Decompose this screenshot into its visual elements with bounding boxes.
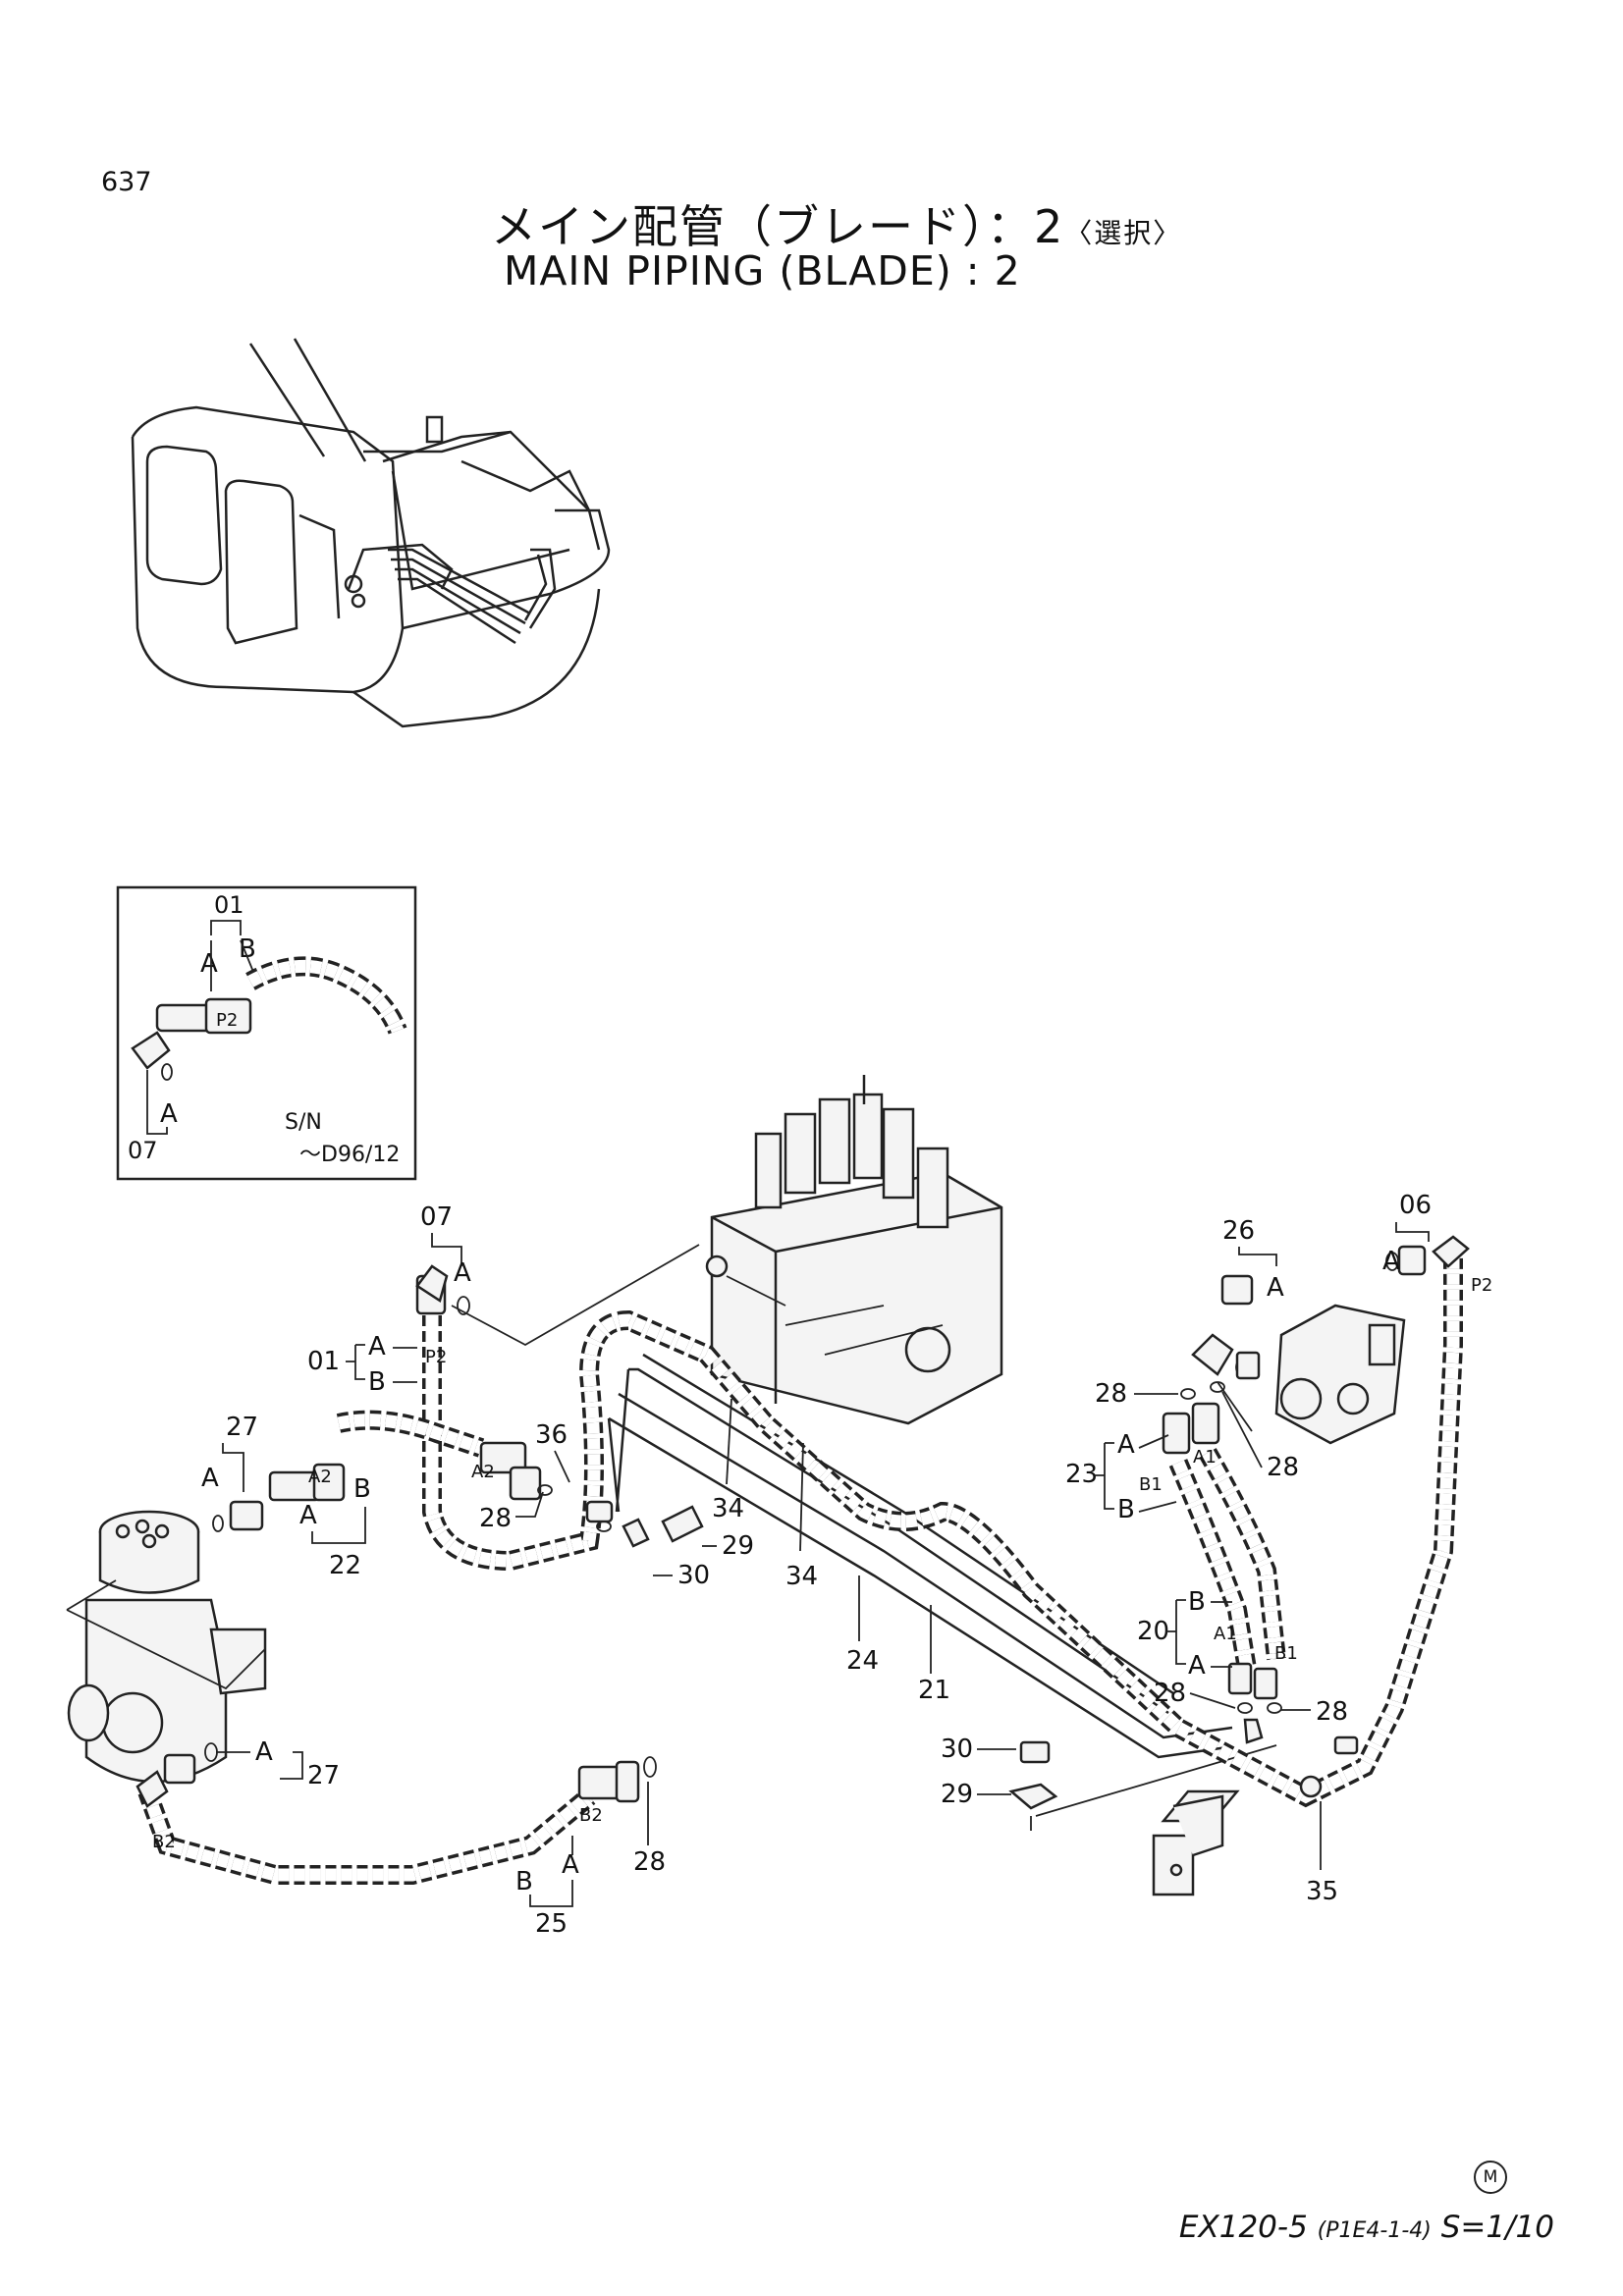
- inset-detail: 01 A B P2 A 07 S/N ～D96/12: [116, 885, 417, 1181]
- pump: [1274, 1304, 1406, 1445]
- letter-a-06: A: [1382, 1247, 1400, 1276]
- callout-01: 01: [307, 1347, 340, 1376]
- letter-a-26: A: [1267, 1273, 1284, 1303]
- letter-b-22: B: [353, 1474, 371, 1504]
- port-b2-right: B2: [579, 1805, 603, 1826]
- letter-a-25: A: [562, 1850, 579, 1880]
- port-b1-bottom: B1: [1274, 1643, 1298, 1664]
- inset-serial-range: ～D96/12: [299, 1143, 400, 1167]
- callout-23: 23: [1065, 1460, 1098, 1489]
- callout-28-left: 28: [479, 1504, 512, 1533]
- inset-label-a-bottom: A: [160, 1099, 178, 1129]
- callout-07: 07: [420, 1202, 453, 1232]
- footer-code: (P1E4-1-4): [1317, 2218, 1432, 2243]
- inset-label-b: B: [239, 934, 256, 964]
- inset-serial-label: S/N: [285, 1110, 322, 1135]
- fittings: [135, 1235, 1470, 1810]
- swivel-joint: [67, 1510, 267, 1784]
- letter-a-23: A: [1117, 1430, 1135, 1460]
- callout-30-top: 30: [677, 1561, 710, 1590]
- inset-label-01: 01: [214, 891, 244, 919]
- callout-28-f: 28: [633, 1847, 666, 1877]
- letter-b-23: B: [1117, 1495, 1135, 1524]
- title-jp-option: 〈選択〉: [1064, 217, 1183, 249]
- inset-port-p2: P2: [216, 1010, 238, 1031]
- letter-a-22: A: [299, 1501, 317, 1530]
- callout-35: 35: [1306, 1877, 1338, 1906]
- footer-reference: EX120-5 (P1E4-1-4) S=1/10: [1179, 2210, 1554, 2245]
- port-a1-top: A1: [1193, 1447, 1217, 1468]
- page-number: 637: [101, 167, 152, 197]
- callout-24: 24: [846, 1646, 879, 1676]
- letter-a-01: A: [368, 1332, 386, 1362]
- leader-valve: [451, 1244, 700, 1347]
- inset-label-a: A: [200, 949, 218, 979]
- flex-hoses: [137, 1256, 1463, 1885]
- inset-label-07: 07: [128, 1137, 158, 1164]
- callout-30-bottom: 30: [941, 1735, 973, 1764]
- leader-swivel: [66, 1579, 266, 1690]
- callout-34-a: 34: [712, 1494, 744, 1523]
- manufacturer-mark: M: [1474, 2161, 1507, 2194]
- title-japanese: メイン配管（ブレード）：2〈選択〉: [491, 191, 1182, 256]
- callout-34-b: 34: [785, 1562, 818, 1591]
- callout-36: 36: [535, 1420, 568, 1450]
- callout-28-c: 28: [1267, 1453, 1299, 1482]
- callout-28-b: 28: [1095, 1379, 1127, 1409]
- port-a1-bottom: A1: [1214, 1624, 1237, 1644]
- callouts: 06 A P2 07 A 01 A B P2 27 A A2 A B 22 A2…: [152, 1191, 1492, 1939]
- port-a2-right: A2: [471, 1462, 495, 1482]
- port-a2-left: A2: [308, 1467, 332, 1487]
- footer-model: EX120-5: [1178, 2210, 1308, 2245]
- letter-b-01: B: [368, 1367, 386, 1397]
- excavator-overview: [131, 338, 611, 728]
- callout-27-top: 27: [226, 1413, 258, 1442]
- letter-b-25: B: [515, 1867, 533, 1896]
- title-jp-text: メイン配管（ブレード）：2: [491, 200, 1065, 253]
- control-valve: [705, 1075, 1003, 1425]
- callout-25: 25: [535, 1909, 568, 1939]
- callout-28-d: 28: [1154, 1679, 1186, 1708]
- letter-a-27-bottom: A: [255, 1737, 273, 1767]
- footer-scale: S=1/10: [1440, 2210, 1554, 2245]
- callout-27-bottom: 27: [307, 1761, 340, 1790]
- callout-29-top: 29: [722, 1531, 754, 1561]
- port-b2-left: B2: [152, 1832, 176, 1852]
- callout-21: 21: [918, 1676, 950, 1705]
- port-p2-center: P2: [425, 1347, 447, 1367]
- port-b1-top: B1: [1139, 1474, 1163, 1495]
- port-p2-right: P2: [1471, 1275, 1492, 1296]
- letter-a-27: A: [201, 1464, 219, 1493]
- callout-29-bottom: 29: [941, 1780, 973, 1809]
- callout-20: 20: [1137, 1617, 1169, 1646]
- callout-06: 06: [1399, 1191, 1432, 1220]
- callout-22: 22: [329, 1551, 361, 1580]
- letter-a-20: A: [1188, 1651, 1206, 1681]
- title-english: MAIN PIPING (BLADE) : 2: [504, 247, 1021, 294]
- callout-26: 26: [1222, 1216, 1255, 1246]
- letter-b-20: B: [1188, 1587, 1206, 1617]
- letter-a-07: A: [454, 1258, 471, 1288]
- bracket: [1152, 1789, 1240, 1896]
- callout-28-e: 28: [1316, 1697, 1348, 1727]
